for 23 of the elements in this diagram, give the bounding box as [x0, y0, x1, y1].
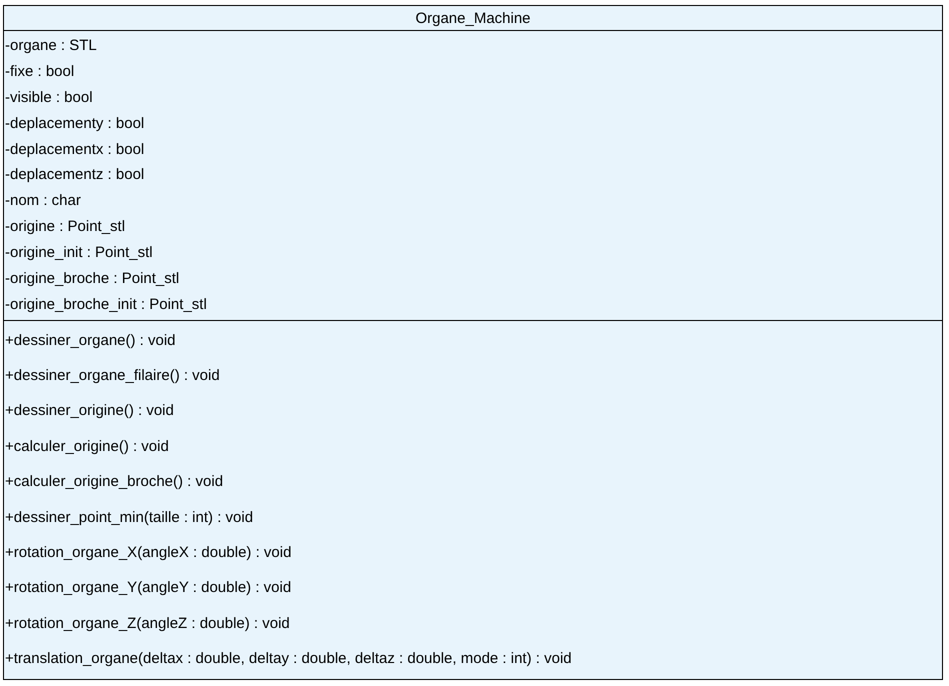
attribute: -visible : bool	[5, 88, 93, 107]
method: +rotation_organe_Y(angleY : double) : void	[5, 579, 292, 598]
class-name: Organe_Machine	[415, 10, 531, 26]
attribute: -deplacementz : bool	[5, 166, 144, 184]
attribute: -organe : STL	[5, 36, 97, 55]
method: +dessiner_point_min(taille : int) : void	[5, 508, 254, 527]
class-box	[3, 5, 943, 680]
attribute: -origine_init : Point_stl	[5, 244, 153, 262]
attribute: -origine_broche_init : Point_stl	[5, 296, 207, 314]
method: +rotation_organe_X(angleX : double) : void	[5, 544, 292, 562]
method: +rotation_organe_Z(angleZ : double) : void	[5, 614, 290, 633]
attribute: -origine : Point_stl	[5, 218, 126, 236]
method: +dessiner_organe() : void	[5, 332, 176, 350]
attribute: -fixe : bool	[5, 62, 74, 81]
method: +dessiner_organe_filaire() : void	[5, 367, 220, 386]
method: +translation_organe(deltax : double, deltay : double, deltaz : double, mode : int) : void	[5, 650, 572, 668]
attribute: -nom : char	[5, 192, 81, 210]
method: +calculer_origine() : void	[5, 438, 169, 456]
attribute: -origine_broche : Point_stl	[5, 270, 180, 288]
attribute: -deplacementy : bool	[5, 114, 144, 133]
attribute: -deplacementx : bool	[5, 140, 144, 159]
method: +dessiner_origine() : void	[5, 402, 174, 420]
method: +calculer_origine_broche() : void	[5, 473, 224, 492]
